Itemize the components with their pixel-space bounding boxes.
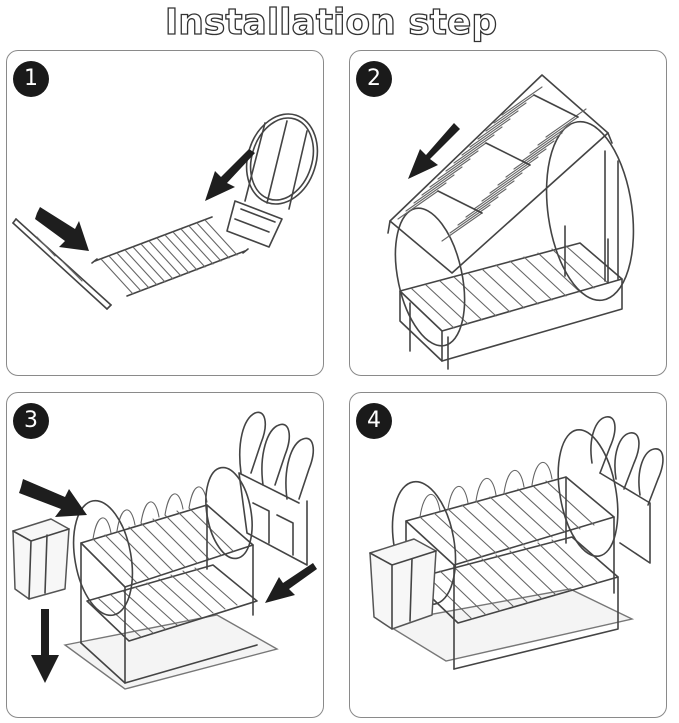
- step-2-panel: 2: [349, 50, 667, 376]
- utensil-cup-part: [12, 518, 70, 600]
- hoop-frame-part: [226, 113, 319, 248]
- step-2-illustration: [387, 74, 635, 370]
- arrow-icon: [408, 123, 460, 179]
- side-bar-part: [12, 218, 112, 310]
- top-rack-part: [387, 74, 613, 274]
- side-hooks-part: [590, 416, 664, 564]
- step-3-panel: 3: [6, 392, 324, 718]
- installation-title: Installation step: [164, 1, 498, 43]
- step-2-badge: 2: [356, 61, 392, 97]
- step-1-illustration: [12, 113, 319, 310]
- arrow-icon: [265, 563, 317, 603]
- utensil-cup-part: [369, 538, 437, 630]
- arrow-icon: [205, 149, 255, 201]
- step-3-badge: 3: [13, 403, 49, 439]
- step-3-illustration: [12, 411, 317, 690]
- step-4-illustration: [369, 416, 664, 670]
- step-4-badge: 4: [356, 403, 392, 439]
- base-rack-part: [399, 225, 623, 370]
- drip-tray-part: [63, 614, 279, 690]
- step-1-badge: 1: [13, 61, 49, 97]
- side-hooks-part: [238, 411, 315, 566]
- arrow-icon: [31, 609, 59, 683]
- flat-rack-part: [91, 216, 249, 297]
- two-tier-rack-part: [72, 466, 258, 684]
- step-1-panel: 1: [6, 50, 324, 376]
- arrow-icon: [35, 207, 89, 251]
- circle-frame-part: [394, 120, 635, 347]
- step-4-panel: 4: [349, 392, 667, 718]
- arrow-icon: [19, 479, 87, 517]
- title-text: Installation step: [165, 2, 497, 43]
- drip-tray-part: [382, 588, 635, 662]
